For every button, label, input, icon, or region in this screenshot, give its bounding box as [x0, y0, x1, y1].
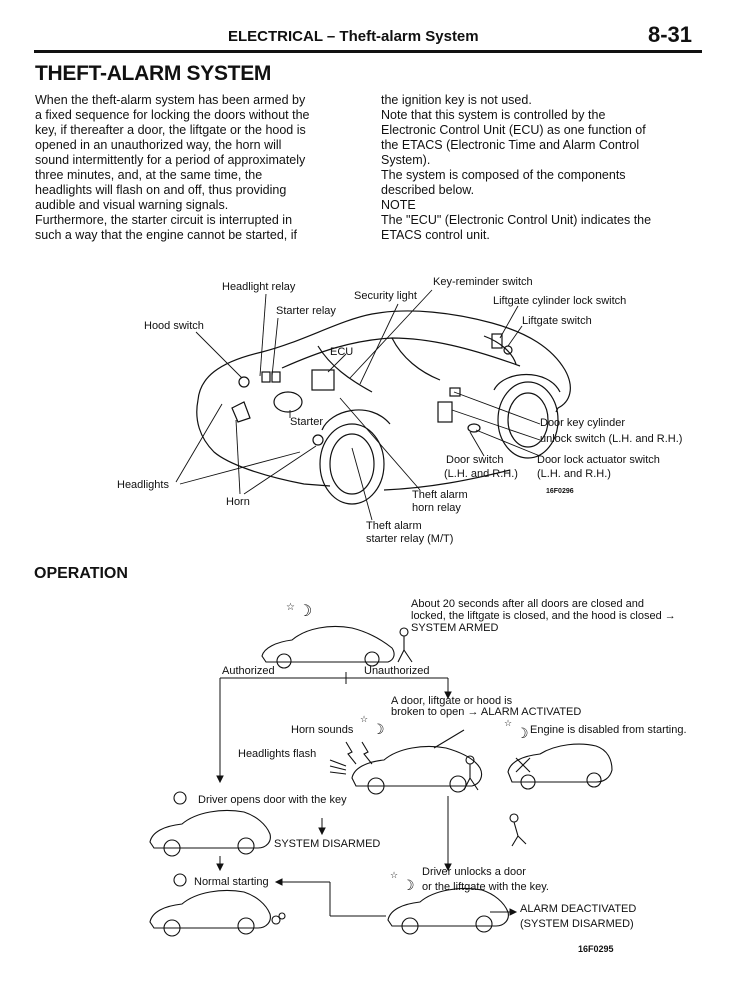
page-number: 8-31	[648, 22, 693, 47]
svg-text:☽: ☽	[298, 601, 312, 620]
op-driver-unlocks-line-1: Driver unlocks a door	[422, 866, 526, 878]
svg-text:☆: ☆	[360, 715, 368, 725]
intro-line: three minutes, and, at the same time, th…	[35, 168, 263, 182]
label-theft-alarm-starter-relay: Theft alarm	[366, 520, 422, 532]
svg-text:☆: ☆	[390, 871, 398, 881]
label-door-lock-actuator: Door lock actuator switch	[537, 454, 660, 466]
op-authorized: Authorized	[222, 665, 275, 677]
op-headlights-flash: Headlights flash	[238, 748, 317, 760]
intro-line: a fixed sequence for locking the doors w…	[35, 108, 310, 122]
label-starter: Starter	[290, 416, 324, 428]
intro-line: Note that this system is controlled by t…	[381, 108, 606, 122]
intro-line: headlights will flash on and off, thus p…	[35, 183, 287, 197]
label-starter-relay: Starter relay	[276, 305, 336, 317]
intro-line: The "ECU" (Electronic Control Unit) indi…	[381, 213, 652, 227]
intro-line: When the theft-alarm system has been arm…	[35, 93, 306, 107]
intro-line: Electronic Control Unit (ECU) as one fun…	[381, 123, 646, 137]
label-key-reminder-switch: Key-reminder switch	[433, 276, 533, 288]
label-theft-alarm-starter-relay-sub: starter relay (M/T)	[366, 533, 454, 545]
intro-line: System).	[381, 153, 431, 167]
operation-heading: OPERATION	[34, 565, 128, 582]
intro-right-column: the ignition key is not used. Note that …	[381, 93, 697, 243]
op-alarm-deactivated-sub: (SYSTEM DISARMED)	[520, 918, 634, 930]
intro-line: Furthermore, the starter circuit is inte…	[35, 213, 293, 227]
svg-text:☽: ☽	[372, 722, 385, 738]
op-horn-sounds: Horn sounds	[291, 724, 354, 736]
label-liftgate-cylinder-lock-switch: Liftgate cylinder lock switch	[493, 295, 627, 307]
op-armed-line-2: locked, the liftgate is closed, and the …	[411, 610, 676, 622]
intro-line: such a way that the engine cannot be sta…	[35, 228, 297, 242]
label-hood-switch: Hood switch	[144, 320, 204, 332]
page-title: THEFT-ALARM SYSTEM	[35, 62, 272, 85]
op-driver-unlocks-line-2: or the liftgate with the key.	[422, 881, 549, 893]
label-headlights: Headlights	[117, 479, 169, 491]
op-driver-opens: Driver opens door with the key	[198, 794, 347, 806]
svg-text:☽: ☽	[516, 726, 529, 742]
label-theft-alarm-horn-relay-sub: horn relay	[412, 502, 461, 514]
label-ecu: ECU	[330, 346, 354, 358]
intro-line: sound intermittently for a period of app…	[35, 153, 306, 167]
intro-line: The system is composed of the components	[381, 168, 626, 182]
op-normal-starting: Normal starting	[194, 876, 269, 888]
section-header-title: ELECTRICAL – Theft-alarm System	[228, 28, 479, 45]
op-armed-line-3: SYSTEM ARMED	[411, 622, 499, 634]
op-broken-line-1: A door, liftgate or hood is	[391, 695, 513, 707]
svg-text:☽: ☽	[402, 878, 415, 894]
svg-text:☆: ☆	[286, 602, 295, 613]
op-unauthorized: Unauthorized	[364, 665, 430, 677]
svg-text:☆: ☆	[504, 719, 512, 729]
intro-line: audible and visual warning signals.	[35, 198, 229, 212]
intro-line: the ETACS (Electronic Time and Alarm Con…	[381, 138, 640, 152]
intro-line: described below.	[381, 183, 475, 197]
label-security-light: Security light	[354, 290, 417, 302]
label-door-key-cylinder-sub: unlock switch (L.H. and R.H.)	[540, 433, 683, 445]
intro-line: ETACS control unit.	[381, 228, 490, 242]
intro-line: key, if thereafter a door, the liftgate …	[35, 123, 306, 137]
op-engine-disabled: Engine is disabled from starting.	[530, 724, 687, 736]
label-door-switch-sub: (L.H. and R.H.)	[444, 468, 518, 480]
op-armed-line-1: About 20 seconds after all doors are clo…	[411, 598, 644, 610]
label-headlight-relay: Headlight relay	[222, 281, 296, 293]
op-alarm-deactivated: ALARM DEACTIVATED	[520, 903, 637, 915]
note-heading: NOTE	[381, 198, 416, 212]
label-door-lock-actuator-sub: (L.H. and R.H.)	[537, 468, 611, 480]
intro-line: opened in an unauthorized way, the horn …	[35, 138, 282, 152]
label-horn: Horn	[226, 496, 250, 508]
header-rule	[34, 50, 702, 53]
intro-left-column: When the theft-alarm system has been arm…	[35, 93, 351, 243]
label-theft-alarm-horn-relay: Theft alarm	[412, 489, 468, 501]
figure-code-operation: 16F0295	[578, 944, 614, 954]
label-door-key-cylinder: Door key cylinder	[540, 417, 625, 429]
intro-line: the ignition key is not used.	[381, 93, 532, 107]
label-door-switch: Door switch	[446, 454, 504, 466]
op-broken-line-2: broken to open → ALARM ACTIVATED	[391, 706, 582, 718]
label-liftgate-switch: Liftgate switch	[522, 315, 592, 327]
figure-code-components: 16F0296	[546, 488, 574, 495]
op-system-disarmed: SYSTEM DISARMED	[274, 838, 381, 850]
